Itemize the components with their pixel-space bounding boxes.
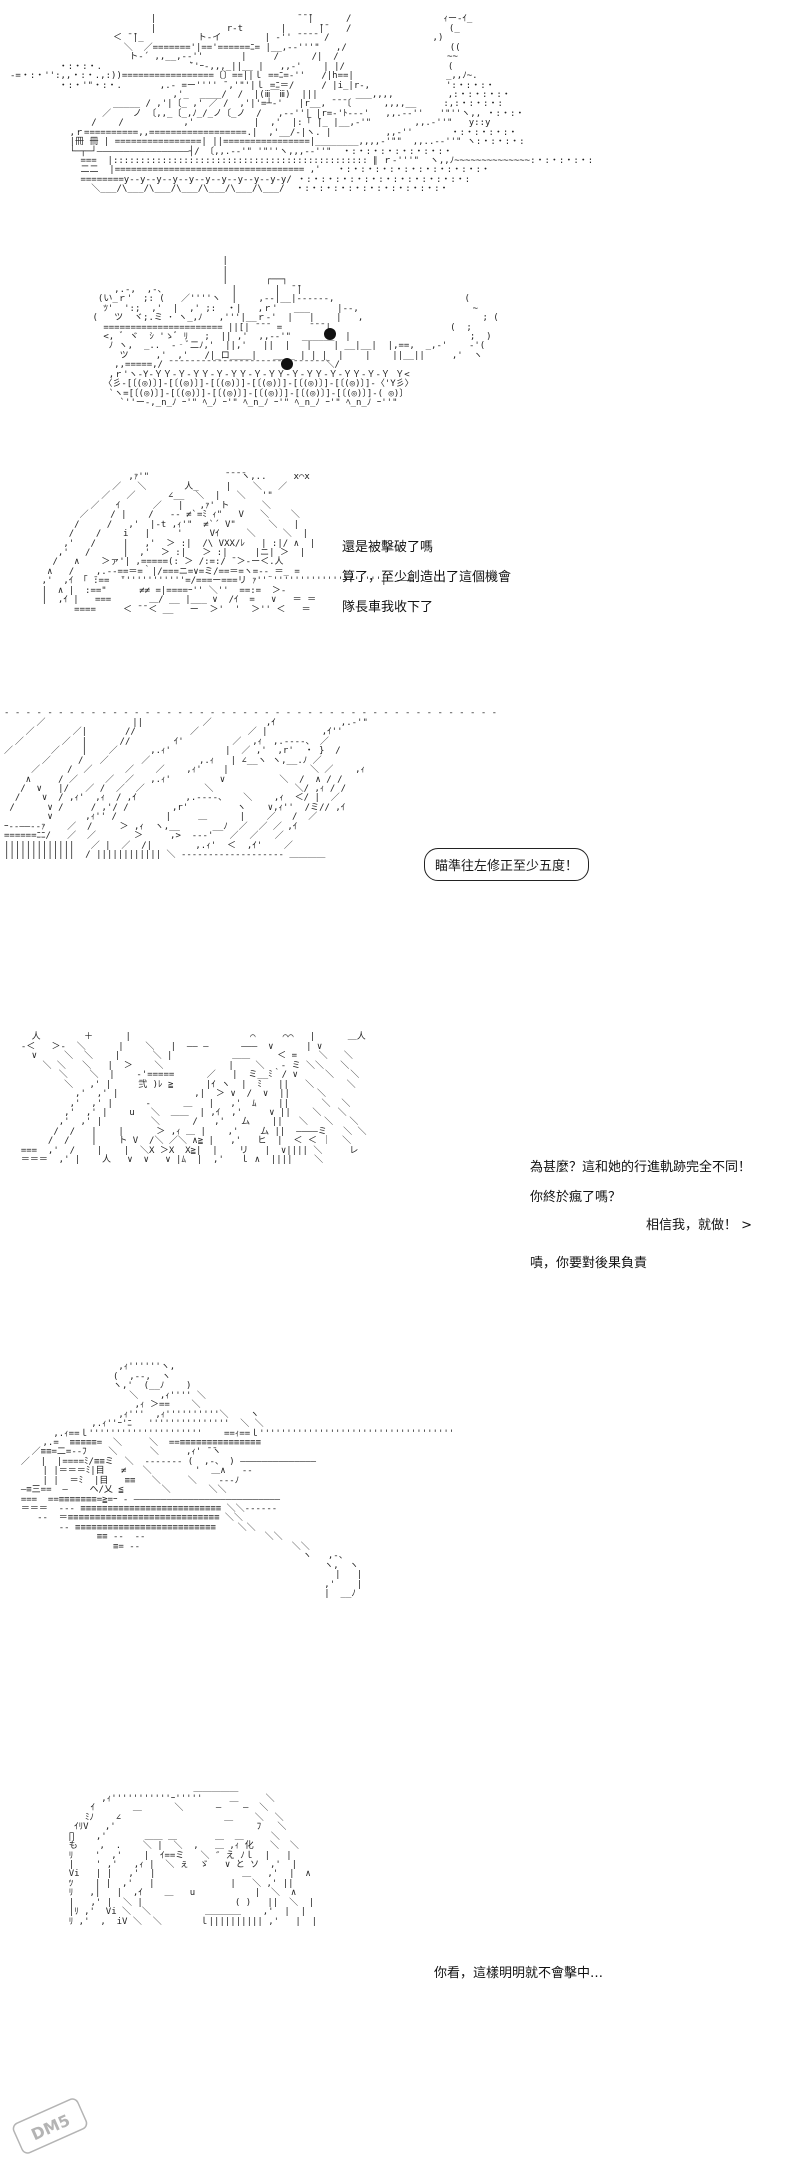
speech-bubble: 瞄準往左修正至少五度！ [424,848,590,881]
panel-4: ‐ ‐ ‐ ‐ ‐ ‐ ‐ ‐ ‐ ‐ ‐ ‐ ‐ ‐ ‐ ‐ ‐ ‐ ‐ ‐ … [0,700,800,1010]
tank-marker-dot [324,328,336,340]
panel-6: ,ｨ''''''ヽ, ( ,-‐, ヽ ヽ,' (__ﾉ ) ＼ ,ｨ'''' … [0,1350,800,1760]
dialog-line: 相信我，就做！ > [646,1218,753,1233]
ascii-art-character-1: ,ｧ'" ̄ ̄ ̄ ̄ヽ,.. ⅹ⌒ⅹ ／ ＼ 人_ | ＼ ／ ／ ／ ∠_… [41,472,414,615]
ascii-art-character-3: ＿＿＿＿＿ ,ｨ'''''''''''ｰ''''' ＿ ＼ ｲ ＿ ＼ ― ― … [68,1784,318,1927]
dialog-line: 為甚麼？這和她的行進軌跡完全不同！ [530,1160,752,1175]
dialog-line: 算了，至少創造出了這個機會 [342,570,512,585]
ascii-art-character-2: 人 ＋ | ⌒ ⌒⌒ | ＿人 ‐＜ ＞‐ ＼ | ＼ | ―― ― ――― ∨… [20,1032,367,1166]
dialog-line: 還是被擊破了嗎 [342,540,434,555]
ascii-art-turret: ,ｨ''''''ヽ, ( ,-‐, ヽ ヽ,' (__ﾉ ) ＼ ,ｨ'''' … [20,1362,455,1599]
dialog-line: 你終於瘋了嗎？ [530,1190,622,1205]
panel-1: | ̄ ̄ ̄| / ｨー-ｲ_ | r‐t | ̄|̄ / (_ ＜ ̄ ̄|… [0,0,800,240]
dialog-line: 隊長車我收下了 [342,600,434,615]
dialog-line: 嘖，你要對後果負責 [530,1256,648,1271]
ascii-art-closeup: ‐ ‐ ‐ ‐ ‐ ‐ ‐ ‐ ‐ ‐ ‐ ‐ ‐ ‐ ‐ ‐ ‐ ‐ ‐ ‐ … [4,708,498,860]
site-watermark-logo: DM5 [9,2093,91,2159]
panel-3: ,ｧ'" ̄ ̄ ̄ ̄ヽ,.. ⅹ⌒ⅹ ／ ＼ 人_ | ＼ ／ ／ ／ ∠_… [0,460,800,690]
dialog-line: 你看，這樣明明就不會擊中… [434,1966,604,1981]
tank-marker-dot [281,358,293,370]
ascii-art-tank-firing: | ̄ ̄ ̄| / ｨー-ｲ_ | r‐t | ̄|̄ / (_ ＜ ̄ ̄|… [10,14,594,195]
panel-7: ＿＿＿＿＿ ,ｨ'''''''''''ｰ''''' ＿ ＼ ｲ ＿ ＼ ― ― … [0,1770,800,2156]
ascii-art-tank-side: | | | ┌──┐ ,.-, ,-、 | | ̄ ̄| (い_ｒ' ;: ( … [92,256,499,408]
panel-5: 人 ＋ | ⌒ ⌒⌒ | ＿人 ‐＜ ＞‐ ＼ | ＼ | ―― ― ――― ∨… [0,1020,800,1340]
panel-2: | | | ┌──┐ ,.-, ,-、 | | ̄ ̄| (い_ｒ' ;: ( … [0,248,800,448]
